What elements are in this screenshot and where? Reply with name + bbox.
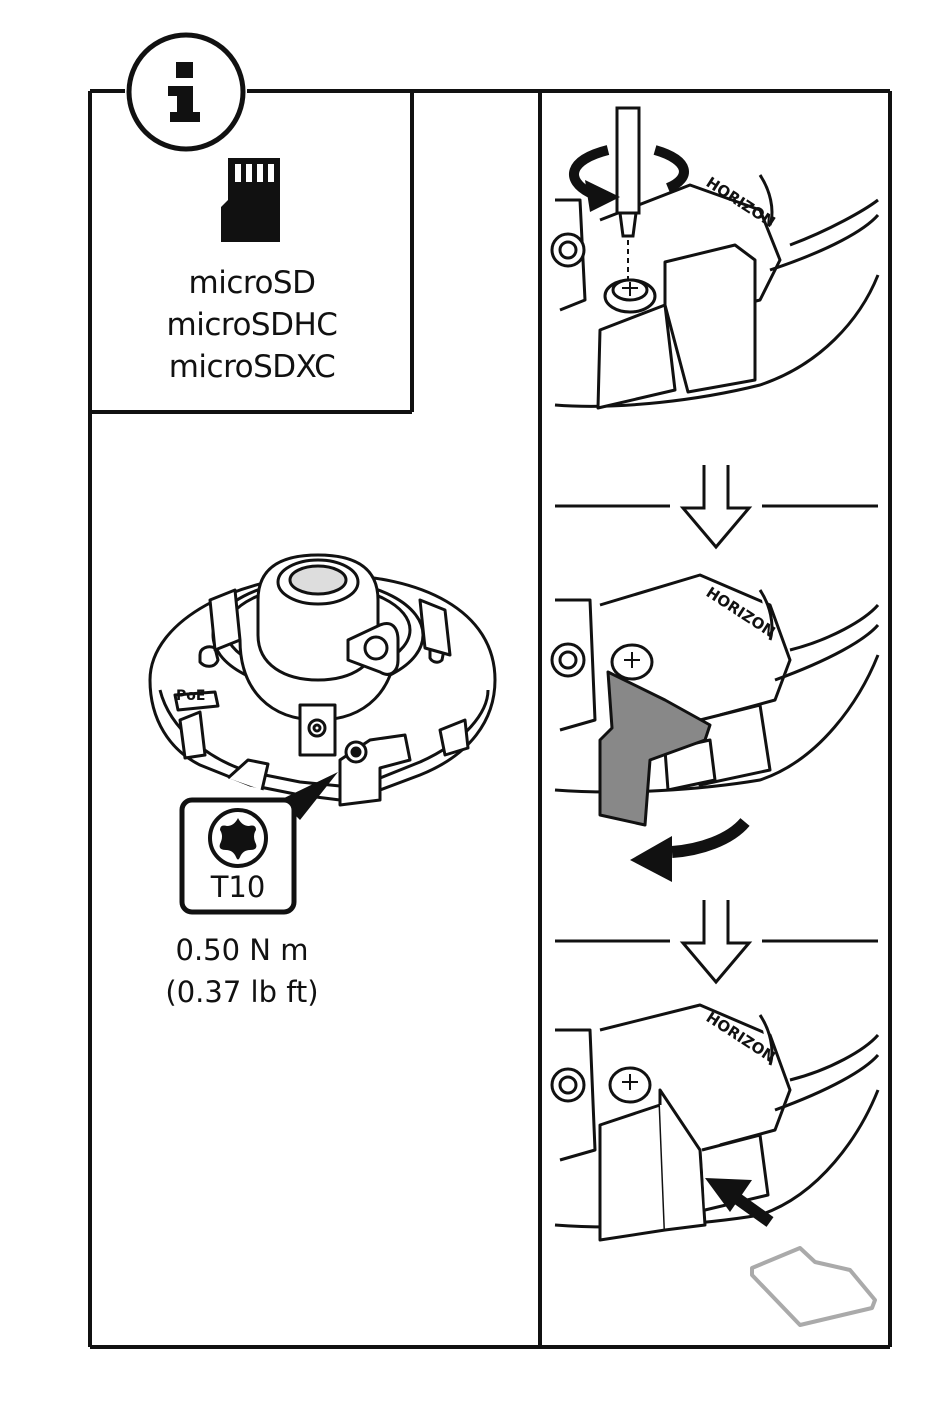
step1-illustration (552, 175, 878, 408)
step3-illustration (552, 1005, 878, 1240)
card-type-microsdxc: microSDXC (92, 346, 412, 388)
card-type-microsdhc: microSDHC (92, 304, 412, 346)
dome-camera-illustration (150, 555, 495, 805)
microsd-card-icon (221, 158, 280, 242)
info-badge (129, 35, 243, 149)
microsd-card (752, 1248, 875, 1325)
screwdriver (617, 108, 639, 280)
down-arrow-icon (555, 900, 878, 982)
torque-imperial: (0.37 lb ft) (92, 972, 392, 1012)
card-type-microsd: microSD (92, 262, 412, 304)
rotate-arrowhead (585, 180, 620, 212)
torx-icon (210, 810, 266, 866)
torque-metric: 0.50 N m (92, 930, 392, 970)
down-arrow-icon (555, 465, 878, 547)
tool-label: T10 (182, 870, 294, 904)
poe-label: PoE (176, 688, 205, 704)
swing-arrow-icon (630, 822, 745, 882)
